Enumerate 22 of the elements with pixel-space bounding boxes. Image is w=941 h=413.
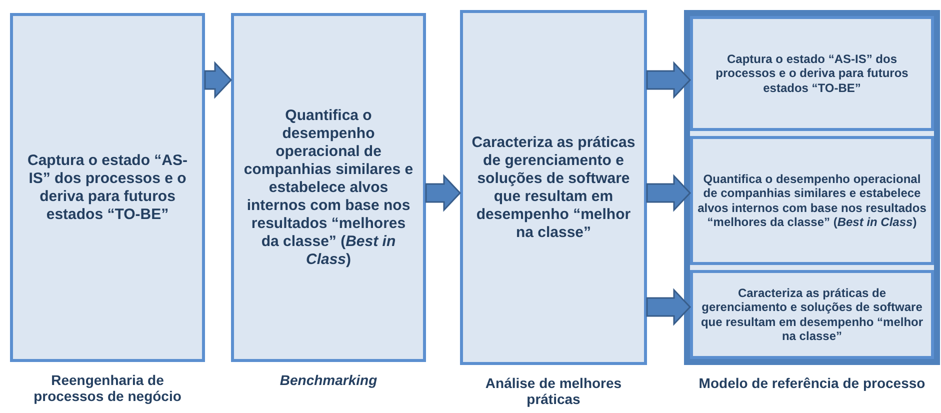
block-arrow — [425, 174, 462, 212]
stage-caption: Modelo de referência de processo — [698, 375, 926, 392]
stage-caption: Análise de melhores práticas — [484, 375, 623, 408]
box-text: Quantifica o desempenho operacional de companhias similares e estabelece alvos internos com base nos resultados “melhores da classe” (Best in Class) — [242, 106, 414, 268]
stage-caption: Benchmarking — [278, 372, 378, 388]
process-box — [460, 10, 647, 365]
box-text: Caracteriza as práticas de gerenciamento e soluções de software que resultam em desempenho “melhor na classe” — [700, 286, 924, 344]
block-arrow — [646, 288, 692, 326]
group-box — [684, 10, 940, 365]
block-arrow — [204, 61, 232, 99]
box-text: Captura o estado “AS-IS” dos processos e o deriva para futuros estados “TO-BE” — [26, 152, 189, 224]
box-text: Captura o estado “AS-IS” dos processos e o deriva para futuros estados “TO-BE” — [714, 52, 910, 96]
process-box — [690, 270, 934, 359]
block-arrow — [646, 61, 692, 99]
stage-caption: Reengenharia de processos de negócio — [32, 372, 182, 404]
box-text: Quantifica o desempenho operacional de companhias similares e estabelece alvos internos com base nos resultados “melhores da classe” (Best in Class) — [697, 172, 927, 230]
process-box — [231, 13, 426, 362]
process-box — [690, 16, 934, 131]
block-arrow — [646, 174, 692, 212]
process-box — [690, 136, 934, 265]
box-text: Caracteriza as práticas de gerenciamento e soluções de software que resultam em desempenho “melhor na classe” — [470, 134, 636, 242]
process-box — [10, 13, 205, 362]
